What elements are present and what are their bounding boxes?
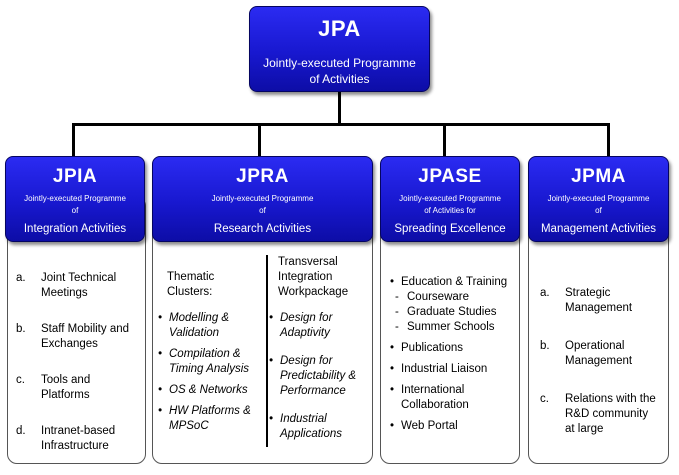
node-jpma-title: Management Activities [540,223,657,235]
connector-jpase-stem [443,123,446,157]
node-jpra-title: Research Activities [213,223,312,235]
connector-jpma-stem [607,123,610,157]
node-jpra-abbr: JPRA [236,166,289,187]
connector-jpia-stem [72,123,75,157]
node-jpase-abbr: JPASE [418,166,482,187]
connector-root-stem [338,92,341,125]
node-jpra-subtitle: Jointly-executed Programme of [211,194,314,215]
node-jpa-abbr: JPA [318,16,361,41]
node-jpa-subtitle: Jointly-executed Programme of Activities [263,56,416,86]
node-jpma-subtitle: Jointly-executed Programme of [547,194,650,215]
list-sub-item: -Courseware [395,291,469,303]
node-jpma-abbr: JPMA [571,166,626,187]
list-item: •HW Platforms &MPSoC [158,405,251,432]
list-sub-item: -Summer Schools [395,321,495,333]
jpase-list: •Education & Training -Courseware -Gradu… [389,275,519,434]
node-jpia-abbr: JPIA [52,166,98,187]
connector-jpra-stem [258,123,261,157]
list-item: •Publications [390,342,464,354]
node-jpia-title: Integration Activities [23,223,127,235]
jpra-divider [266,255,268,447]
list-item: •Education & Training -Courseware -Gradu… [389,275,519,335]
node-jpra: JPRA Jointly-executed Programme of Resea… [152,156,373,242]
node-jpma: JPMA Jointly-executed Programme of Manag… [528,156,669,242]
node-jpia: JPIA Jointly-executed Programme of Integ… [5,156,145,242]
node-jpase-subtitle: Jointly-executed Programme of Activities… [399,194,501,215]
list-item: •Industrial Liaison [390,363,488,375]
list-item: •OS & Networks [158,384,248,396]
list-item: •Modelling &Validation [158,312,230,339]
list-sub-item: -Graduate Studies [395,306,497,318]
list-item: •Web Portal [390,420,458,432]
connector-horizontal-bar [72,123,610,126]
node-jpase-title: Spreading Excellence [394,223,506,235]
node-jpase: JPASE Jointly-executed Programme of Acti… [380,156,520,242]
node-jpa: JPA Jointly-executed Programme of Activi… [249,6,430,92]
list-item: •Compilation &Timing Analysis [158,348,249,375]
node-jpia-subtitle: Jointly-executed Programme of [24,194,126,215]
